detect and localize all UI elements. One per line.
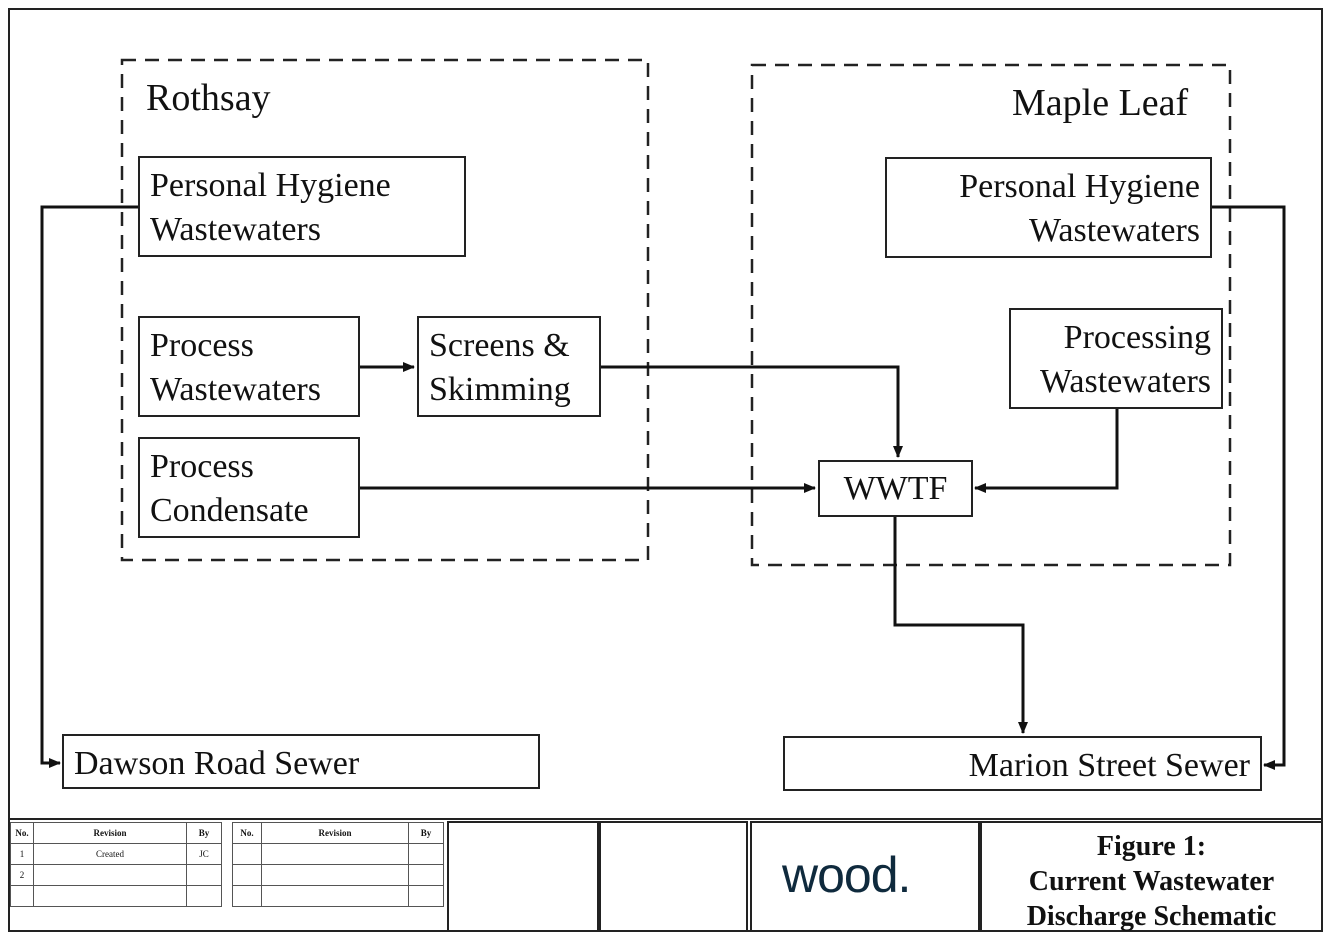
rothsay-title: Rothsay xyxy=(146,77,271,119)
rothsay-personal-hygiene-box: Personal Hygiene Wastewaters xyxy=(138,156,466,257)
processing-wastewaters-box: Processing Wastewaters xyxy=(1009,308,1223,409)
process-condensate-box: Process Condensate xyxy=(138,437,360,538)
revision-table-left: No. Revision By 1 Created JC 2 xyxy=(10,822,222,907)
process-wastewaters-box: Process Wastewaters xyxy=(138,316,360,417)
maple-leaf-boundary xyxy=(750,63,1232,567)
maple-personal-hygiene-box: Personal Hygiene Wastewaters xyxy=(885,157,1212,258)
wwtf-box: WWTF xyxy=(818,460,973,517)
screens-skimming-box: Screens & Skimming xyxy=(417,316,601,417)
rothsay-boundary xyxy=(120,58,650,562)
figure-title-cell xyxy=(980,821,1323,932)
title-block-cell-2 xyxy=(599,821,748,932)
logo-cell xyxy=(750,821,980,932)
arrow-maple-hygiene-to-marion xyxy=(1212,205,1286,770)
arrow-processing-to-wwtf xyxy=(974,408,1119,493)
arrow-screens-to-wwtf xyxy=(600,365,903,458)
revision-table-right: No. Revision By xyxy=(232,822,444,907)
figure-title: Figure 1: Current Wastewater Discharge S… xyxy=(1026,831,1277,932)
marion-street-sewer-box: Marion Street Sewer xyxy=(783,736,1262,791)
arrow-hygiene-to-dawson xyxy=(40,205,138,768)
dawson-road-sewer-box: Dawson Road Sewer xyxy=(62,734,540,789)
title-block-cell-1 xyxy=(447,821,599,932)
maple-leaf-title: Maple Leaf xyxy=(1012,82,1189,124)
arrow-wwtf-to-marion xyxy=(893,516,1028,734)
wood-logo: wood. xyxy=(782,847,911,903)
